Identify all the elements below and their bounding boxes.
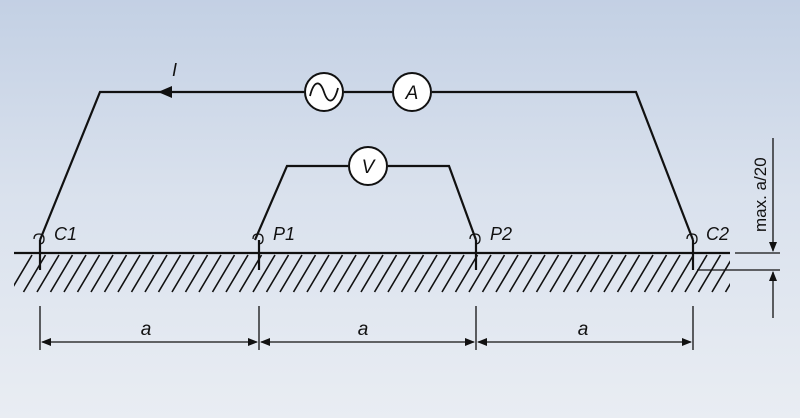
hatch-line-46 (630, 254, 654, 293)
hatch-line-6 (90, 254, 114, 293)
current-arrow-icon (158, 86, 172, 98)
hatch-line-39 (535, 254, 560, 293)
hatch-line-22 (306, 254, 330, 293)
clamp-c1-icon (33, 233, 45, 245)
hatch-line-18 (252, 254, 276, 293)
hatch-line-49 (670, 254, 695, 293)
hatch-line-29 (400, 254, 425, 293)
depth-dimension: max. a/20 (697, 138, 780, 318)
electrode-p2: P2 (469, 224, 512, 270)
hatch-line-37 (508, 254, 533, 293)
hatch-line-35 (481, 254, 506, 293)
current-label: I (172, 60, 177, 80)
electrode-p2-label: P2 (490, 224, 512, 244)
hatch-line-50 (684, 254, 708, 293)
electrode-c1-label: C1 (54, 224, 77, 244)
ammeter-label: A (405, 83, 419, 104)
hatch-line-5 (76, 254, 101, 293)
spacing-label-2: a (358, 319, 369, 340)
electrode-c2: C2 (686, 224, 729, 270)
hatch-line-43 (589, 254, 614, 293)
spacing-label-3: a (578, 319, 589, 340)
voltmeter-label: V (362, 157, 377, 178)
hatch-line-14 (198, 254, 222, 293)
hatch-line-42 (576, 254, 600, 293)
hatch-line-19 (265, 254, 290, 293)
hatch-line-33 (454, 254, 479, 293)
hatch-line-15 (211, 254, 236, 293)
hatch-line-40 (549, 254, 573, 293)
hatch-line-21 (292, 254, 317, 293)
depth-note-label: max. a/20 (751, 157, 770, 232)
hatch-line-34 (468, 254, 492, 293)
hatch-line-53 (724, 282, 730, 293)
hatch-line-45 (616, 254, 641, 293)
voltage-wire-right (388, 164, 478, 241)
current-wire-right (432, 90, 695, 241)
hatch-line-48 (657, 254, 681, 293)
hatch-line-24 (333, 254, 357, 293)
hatch-line-26 (360, 254, 384, 293)
hatch-line-52 (711, 260, 730, 293)
ammeter: A (392, 72, 432, 112)
hatch-line-36 (495, 254, 519, 293)
hatch-line-27 (373, 254, 398, 293)
hatch-line-12 (171, 254, 195, 293)
current-wire-left (38, 90, 304, 241)
hatch-line-47 (643, 254, 668, 293)
hatch-line-2 (36, 254, 60, 293)
hatch-line-32 (441, 254, 465, 293)
hatch-line-51 (697, 254, 722, 293)
ground-hatching (14, 254, 775, 293)
voltage-circuit: V (253, 146, 478, 241)
ammeter-circle (392, 72, 432, 112)
hatch-line-54 (739, 255, 761, 292)
hatch-line-28 (387, 254, 411, 293)
hatch-line-23 (319, 254, 344, 293)
electrode-p1-label: P1 (273, 224, 295, 244)
hatch-line-7 (103, 254, 128, 293)
hatch-line-44 (603, 254, 627, 293)
clamp-c2-icon (686, 233, 698, 245)
voltmeter: V (348, 146, 388, 186)
voltage-wire-left (253, 164, 348, 241)
spacing-dimensions: a a a (39, 306, 694, 350)
hatch-line-30 (414, 254, 438, 293)
hatch-line-10 (144, 254, 168, 293)
ac-source-icon (304, 72, 344, 112)
electrode-c1: C1 (33, 224, 77, 270)
hatch-line-11 (157, 254, 182, 293)
hatch-line-8 (117, 254, 141, 293)
spacing-label-1: a (141, 319, 152, 340)
clamp-p1-icon (252, 233, 264, 245)
hatch-line-3 (49, 254, 74, 293)
hatch-line-13 (184, 254, 209, 293)
hatch-line-25 (346, 254, 371, 293)
hatch-line-4 (63, 254, 87, 293)
current-circuit: I A (38, 60, 695, 241)
hatch-line-9 (130, 254, 155, 293)
electrode-c2-label: C2 (706, 224, 729, 244)
hatch-line-1 (22, 254, 47, 293)
ground (14, 251, 775, 293)
hatch-line-16 (225, 254, 249, 293)
voltmeter-circle (348, 146, 388, 186)
electrode-p1: P1 (252, 224, 295, 270)
hatch-line-38 (522, 254, 546, 293)
hatch-line-41 (562, 254, 587, 293)
hatch-line-55 (753, 255, 775, 292)
clamp-p2-icon (469, 233, 481, 245)
hatch-line-17 (238, 254, 263, 293)
hatch-line-31 (427, 254, 452, 293)
hatch-line-20 (279, 254, 303, 293)
hatch-line-0 (14, 254, 33, 287)
